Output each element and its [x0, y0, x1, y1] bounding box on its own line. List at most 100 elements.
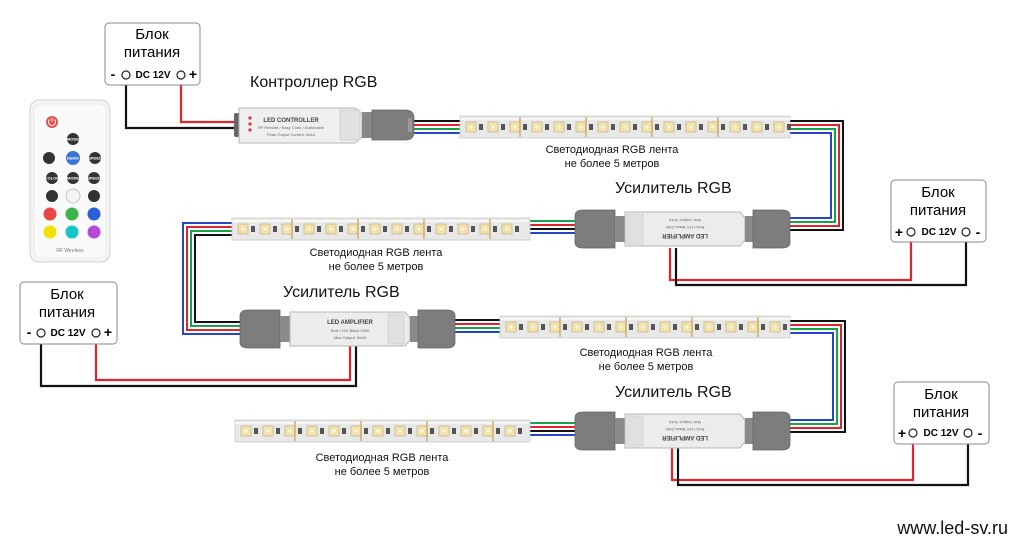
wire-strip2-green: [190, 230, 240, 327]
remote-key-yellow[interactable]: [43, 225, 57, 239]
terminal-icon: [36, 328, 46, 338]
wire-psu2-black: [674, 235, 968, 287]
resistor: [471, 226, 475, 232]
website-url: www.led-sv.ru: [896, 518, 1008, 538]
strip-label: Светодиодная RGB лента: [310, 247, 444, 259]
strip-base: [231, 217, 531, 241]
remote-key-blue[interactable]: [87, 207, 101, 221]
resistor: [633, 124, 637, 130]
remote-key-right-icon[interactable]: [88, 190, 100, 202]
resistor: [541, 324, 545, 330]
psu-voltage: DC 12V: [50, 328, 85, 339]
remote-key-red[interactable]: [43, 207, 57, 221]
psu-title: Блок: [921, 184, 955, 201]
rgb-amplifier-3: LED AMPLIFIER Red:+12V Black:GND Max Out…: [574, 411, 791, 451]
psu-minus: -: [978, 425, 983, 441]
resistor: [408, 428, 412, 434]
remote-key-mode[interactable]: [67, 133, 79, 145]
wire-strip3-green: [790, 328, 838, 425]
resistor: [427, 226, 431, 232]
resistor: [563, 324, 567, 330]
psu-minus: -: [111, 66, 116, 82]
resistor: [364, 428, 368, 434]
psu-title: Блок: [135, 26, 169, 43]
wire-strip1-green: [790, 128, 836, 223]
amplifier-device-title: LED AMPLIFIER: [327, 320, 373, 326]
remote-key-purple[interactable]: [87, 225, 101, 239]
rgb-controller: LED CONTROLLER RF Remote / Easy Color / …: [234, 107, 415, 144]
connector-plug: [574, 209, 616, 249]
resistor: [383, 226, 387, 232]
psu-title: Блок: [50, 286, 84, 303]
remote-key-label: COLOR: [45, 176, 60, 181]
wire-strip1-blue: [790, 132, 832, 219]
psu-voltage: DC 12V: [923, 428, 958, 439]
power-supply-4: Блок питания + DC 12V -: [893, 381, 990, 445]
connector-plug: [239, 309, 281, 349]
amplifier-device-sub: Red:+12V Black:GND: [665, 427, 704, 432]
amplifier-device-sub: Red:+12V Black:GND: [665, 225, 704, 230]
remote-key-mode-2[interactable]: [67, 172, 79, 184]
terminal-icon: [961, 227, 971, 237]
wire-psu2-red: [668, 235, 913, 282]
terminal-icon: [176, 70, 186, 80]
resistor: [717, 324, 721, 330]
wire-strip3-black: [790, 320, 846, 433]
resistor: [254, 428, 258, 434]
connector-plug: [574, 411, 616, 451]
remote-key-demo[interactable]: [66, 151, 80, 165]
controller-device-title: LED CONTROLLER: [263, 118, 319, 124]
resistor: [721, 124, 725, 130]
psu-minus: -: [976, 224, 981, 240]
resistor: [276, 428, 280, 434]
strip-label: Светодиодная RGB лента: [580, 347, 714, 359]
psu-plus: +: [895, 224, 903, 240]
resistor: [761, 324, 765, 330]
power-supply-2: Блок питания + DC 12V -: [890, 179, 987, 243]
psu-plus: +: [104, 324, 112, 340]
resistor: [567, 124, 571, 130]
led-strip-2: [231, 217, 531, 241]
strip-label: не более 5 метров: [565, 158, 660, 170]
remote-key-speed[interactable]: [89, 152, 101, 164]
remote-key-up-icon[interactable]: [43, 152, 55, 164]
resistor: [474, 428, 478, 434]
led-strip-4: [234, 419, 531, 443]
resistor: [699, 124, 703, 130]
power-icon[interactable]: [46, 116, 58, 128]
wire-strip3-red: [790, 324, 842, 429]
remote-key-down-icon[interactable]: [46, 190, 58, 202]
resistor: [677, 124, 681, 130]
terminal-icon: [963, 428, 973, 438]
strip-label: Светодиодная RGB лента: [316, 452, 450, 464]
power-supply-3: Блок питания - DC 12V +: [19, 281, 118, 345]
resistor: [251, 226, 255, 232]
resistor: [317, 226, 321, 232]
remote-key-white[interactable]: [65, 188, 81, 204]
resistor: [629, 324, 633, 330]
amplifier-device-title: LED AMPLIFIER: [661, 434, 707, 440]
remote-brand: RF Wireless: [56, 248, 84, 254]
remote-key-green[interactable]: [65, 207, 79, 221]
rgb-amplifier-2: LED AMPLIFIER Red:+12V Black:GND Max Out…: [239, 309, 456, 349]
resistor: [320, 428, 324, 434]
strip-label: не более 5 метров: [329, 261, 424, 273]
wire-strip3-blue: [790, 332, 834, 421]
resistor: [449, 226, 453, 232]
led-strip-3: [499, 315, 791, 339]
resistor: [479, 124, 483, 130]
remote-key-cyan[interactable]: [65, 225, 79, 239]
resistor: [545, 124, 549, 130]
wire-psu4-black: [676, 437, 970, 487]
resistor: [611, 124, 615, 130]
terminal-icon: [906, 227, 916, 237]
resistor: [607, 324, 611, 330]
led-strip-1: [459, 115, 791, 139]
resistor: [518, 428, 522, 434]
remote-key-speed-2[interactable]: [88, 172, 100, 184]
amplifier-device-title: LED AMPLIFIER: [661, 232, 707, 238]
connector-plug: [417, 309, 456, 349]
remote-key-color[interactable]: [46, 172, 58, 184]
psu-title: питания: [913, 404, 969, 421]
